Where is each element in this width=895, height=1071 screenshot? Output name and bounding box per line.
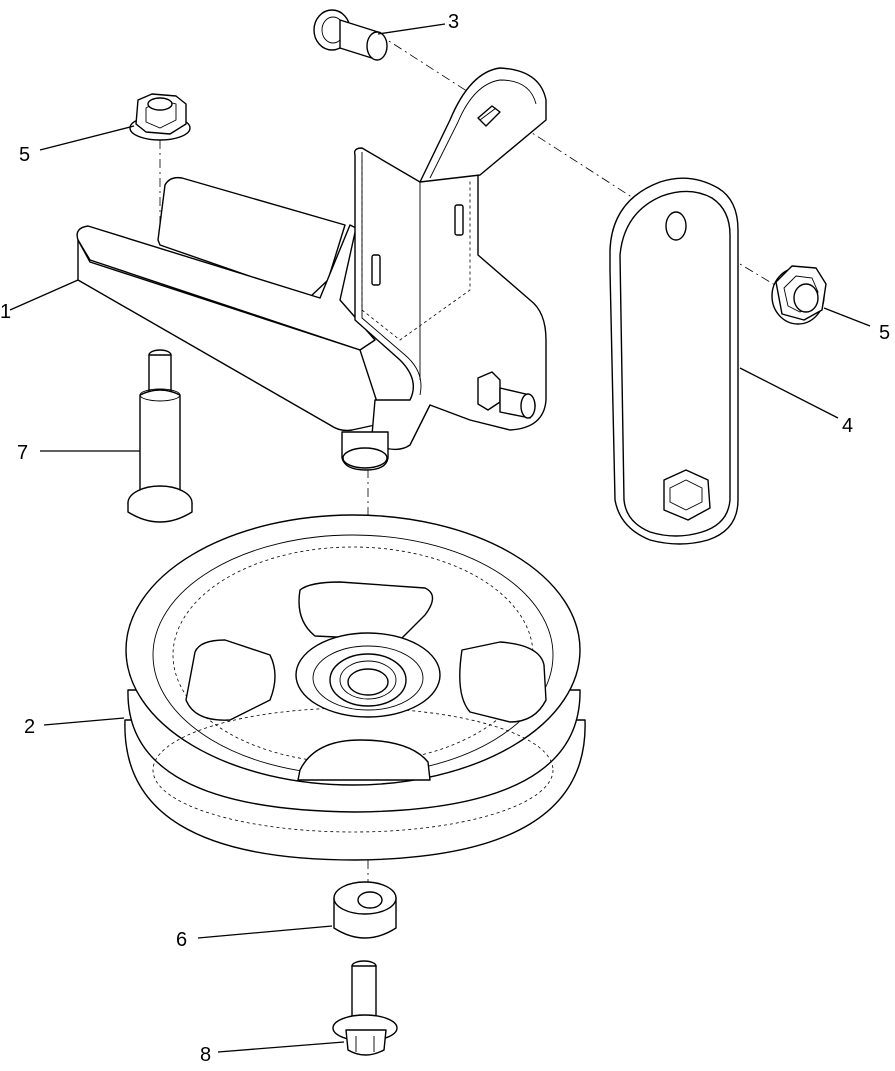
flange-bolt — [332, 960, 398, 1056]
flange-nut-right — [771, 265, 827, 325]
callout-8: 8 — [200, 1044, 211, 1066]
spacer — [333, 881, 397, 939]
shoulder-bolt — [127, 349, 193, 523]
flange-nut-top — [129, 93, 191, 141]
callout-3: 3 — [448, 11, 459, 33]
callout-4: 4 — [842, 415, 853, 437]
callout-5-right: 5 — [879, 322, 890, 344]
idler-bracket — [76, 67, 547, 471]
pulley — [124, 514, 586, 861]
callout-2: 2 — [24, 716, 35, 738]
callout-6: 6 — [176, 929, 187, 951]
strap-plate — [609, 177, 739, 545]
leader-lines — [9, 23, 871, 1053]
carriage-bolt — [313, 9, 388, 61]
callout-5-top: 5 — [19, 144, 30, 166]
callout-1: 1 — [0, 301, 11, 323]
callout-7: 7 — [17, 442, 28, 464]
